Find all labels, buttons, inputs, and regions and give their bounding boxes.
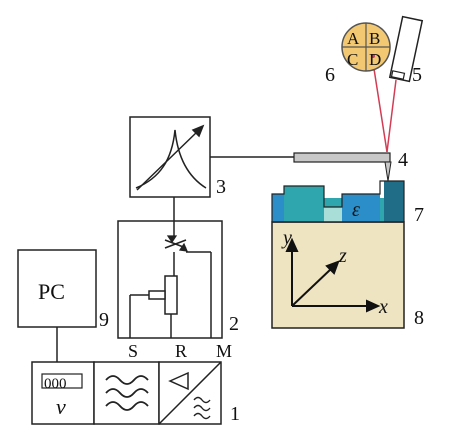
feedback-arrow-icon — [166, 235, 188, 252]
tuning-arrow-icon — [136, 124, 205, 191]
meter-display — [41, 373, 83, 389]
film-layer — [271, 180, 405, 223]
quadrant-a: A — [347, 29, 360, 48]
incident-beam — [386, 79, 397, 153]
label-4: 4 — [398, 149, 408, 171]
terminal-r: R — [175, 341, 187, 361]
cantilever — [293, 152, 391, 163]
converter-divider — [158, 361, 222, 425]
probe-tip — [384, 161, 392, 182]
filter-wave-icon — [193, 396, 211, 420]
label-5: 5 — [412, 64, 422, 86]
quadrant-b: B — [369, 29, 380, 48]
laser-source — [388, 15, 424, 83]
meter-v-label: v — [56, 394, 66, 419]
terminal-m: M — [216, 341, 232, 361]
pc-label: PC — [38, 279, 65, 304]
amplifier-icon — [168, 371, 189, 391]
z-axis-label: z — [338, 245, 347, 267]
pc-box — [17, 249, 97, 328]
substrate-block — [271, 221, 405, 329]
label-7: 7 — [414, 204, 424, 226]
y-axis-label: y — [281, 227, 292, 249]
quadrant-d: D — [369, 50, 381, 69]
terminal-s: S — [128, 341, 138, 361]
reflected-beam — [371, 55, 388, 153]
label-2: 2 — [229, 313, 239, 335]
coordinate-axes — [285, 237, 381, 313]
meter-display-value: 000 — [44, 376, 67, 392]
quadrant-photodetector — [341, 22, 391, 72]
quadrant-c: C — [347, 50, 358, 69]
label-6: 6 — [325, 64, 335, 86]
feedback-circuit — [129, 221, 212, 338]
resonance-curve-icon — [135, 129, 207, 189]
label-3: 3 — [216, 176, 226, 198]
label-1: 1 — [230, 403, 240, 425]
epsilon-symbol: ε — [352, 199, 360, 221]
x-axis-label: x — [378, 296, 388, 318]
label-9: 9 — [99, 309, 109, 331]
label-8: 8 — [414, 307, 424, 329]
oscillator-icon — [105, 375, 149, 411]
